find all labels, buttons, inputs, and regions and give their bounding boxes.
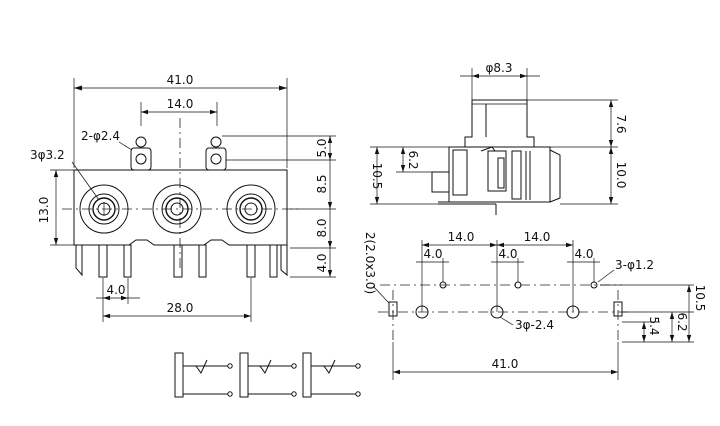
jack-3 — [226, 184, 276, 234]
pcb-width-label: 41.0 — [492, 357, 519, 371]
pcb-dim-4-0-b-label: 4.0 — [498, 247, 517, 261]
pcb-large-holes-label: 3φ-2.4 — [515, 318, 554, 332]
front-pitch-label: 14.0 — [167, 97, 194, 111]
jack-1 — [79, 184, 129, 234]
schematic-symbols — [174, 352, 361, 398]
side-diameter-label: φ8.3 — [486, 61, 513, 75]
front-view: 41.0 14.0 2-φ2.4 3φ3.2 — [30, 73, 336, 322]
dim-8-0-label: 8.0 — [315, 218, 329, 237]
dim-4-0-bottom-label: 4.0 — [106, 283, 125, 297]
jack-symbol-2 — [239, 352, 297, 398]
pcb-dim-5-4-label: 5.4 — [647, 316, 661, 335]
pcb-slot-label: 2(2.0x3.0) — [363, 232, 377, 294]
jack-symbol-1 — [174, 352, 233, 398]
side-dim-6-2-label: 6.2 — [406, 150, 420, 169]
pcb-dim-10-5-label: 10.5 — [693, 285, 707, 312]
side-dim-10-5-label: 10.5 — [370, 163, 384, 190]
front-width-label: 41.0 — [167, 73, 194, 87]
pcb-view: 14.0 14.0 4.0 4.0 4.0 3-φ1.2 3φ-2.4 2(2.… — [363, 230, 707, 380]
front-height-label: 13.0 — [37, 197, 51, 224]
pcb-dim-6-2-label: 6.2 — [675, 312, 689, 331]
pcb-dim-4-0-c-label: 4.0 — [574, 247, 593, 261]
jack-hole-label: 3φ3.2 — [30, 148, 65, 162]
side-dim-10-0-label: 10.0 — [614, 162, 628, 189]
dim-4-0-side-label: 4.0 — [315, 253, 329, 272]
pcb-pitch-right-label: 14.0 — [524, 230, 551, 244]
dim-8-5-label: 8.5 — [315, 174, 329, 193]
side-dim-7-6-label: 7.6 — [614, 114, 628, 133]
pcb-dim-4-0-a-label: 4.0 — [423, 247, 442, 261]
pcb-small-holes-label: 3-φ1.2 — [615, 258, 654, 272]
dim-28-label: 28.0 — [167, 301, 194, 315]
pcb-pitch-left-label: 14.0 — [448, 230, 475, 244]
dim-5-label: 5.0 — [315, 138, 329, 157]
jack-symbol-3 — [302, 352, 361, 398]
pin-hole-label: 2-φ2.4 — [81, 129, 120, 143]
jack-2 — [152, 184, 202, 234]
side-view: φ8.3 7.6 10.0 — [370, 61, 628, 215]
